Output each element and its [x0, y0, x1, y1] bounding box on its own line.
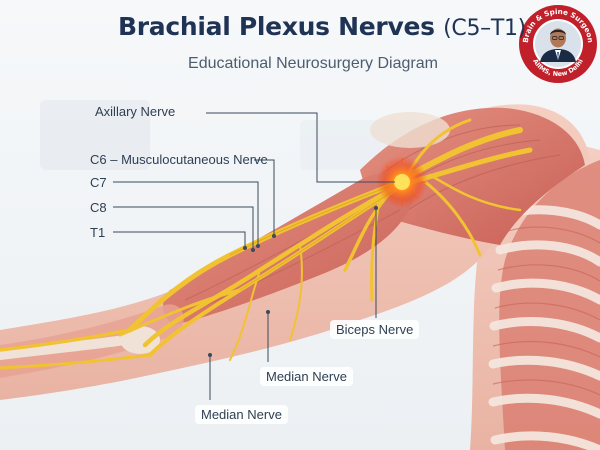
label-c6-musculocutaneous: C6 – Musculocutaneous Nerve — [90, 152, 268, 167]
label-biceps-nerve: Biceps Nerve — [330, 320, 420, 339]
label-axillary-nerve: Axillary Nerve — [95, 104, 176, 119]
surgeon-portrait-icon — [540, 28, 576, 62]
title-main: Brachial Plexus Nerves — [118, 12, 435, 41]
label-c7: C7 — [90, 175, 107, 190]
axillary-leader — [206, 112, 395, 183]
page-subtitle: Educational Neurosurgery Diagram — [188, 55, 438, 72]
label-median-nerve-upper: Median Nerve — [260, 367, 353, 386]
label-median-nerve-lower: Median Nerve — [195, 405, 288, 424]
surgeon-badge: Brain & Spine Surgeon AIIMS, New Delhi — [519, 5, 597, 83]
title-suffix: (C5–T1) — [443, 16, 526, 41]
label-t1: T1 — [90, 225, 106, 240]
page-title: Brachial Plexus Nerves (C5–T1) — [118, 12, 526, 41]
label-c8: C8 — [90, 200, 107, 215]
